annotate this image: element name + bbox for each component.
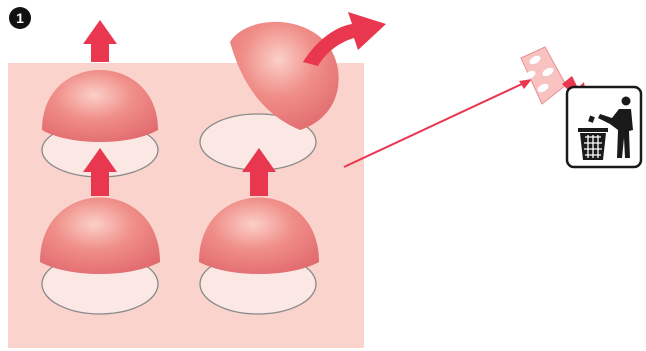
up-arrow-icon — [83, 20, 117, 62]
trash-bin-disposal-icon — [567, 87, 641, 167]
leader-line — [344, 83, 524, 167]
step-number-label: 1 — [16, 10, 24, 26]
leader-arrowhead — [519, 79, 532, 89]
step-number-badge: 1 — [9, 7, 31, 29]
person-head — [622, 97, 631, 106]
bin-rim — [578, 128, 608, 132]
empty-blister-foil-icon — [521, 47, 566, 104]
